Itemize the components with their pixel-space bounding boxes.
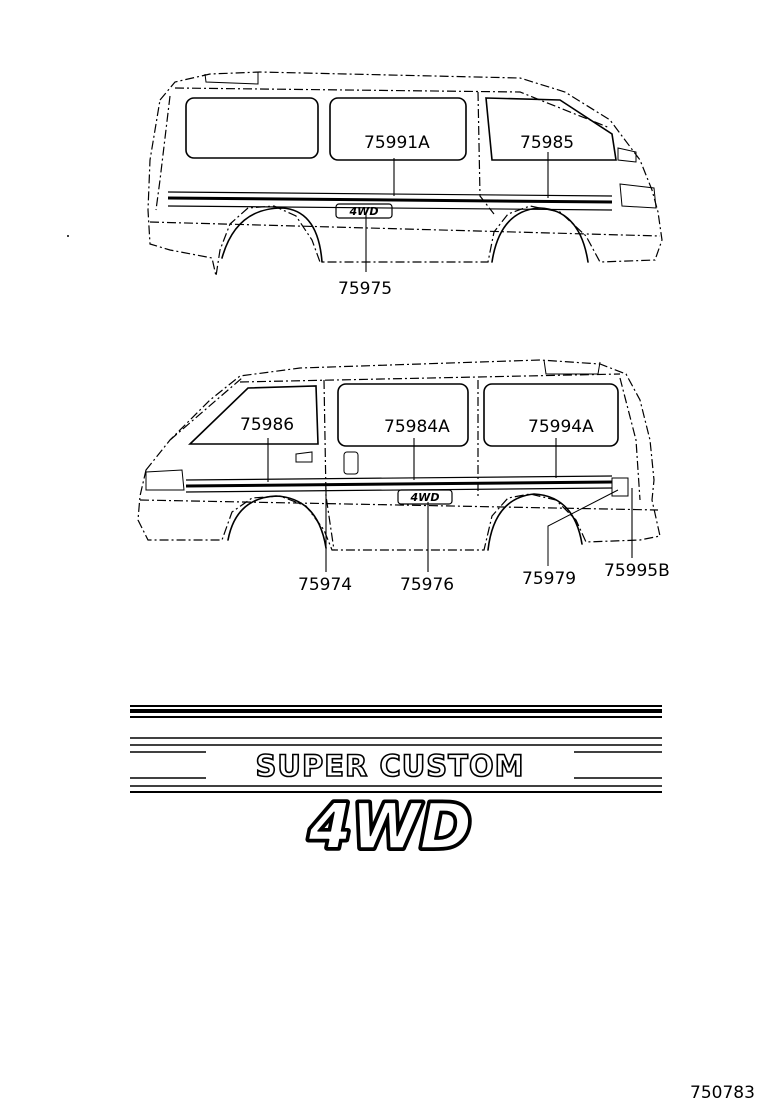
callout-75991a: 75991A (364, 133, 430, 153)
van-lower-door-handle (343, 451, 359, 475)
callout-75975: 75975 (338, 279, 392, 299)
van-lower-badge-text: 4WD (410, 491, 440, 504)
van-upper-roof-line (174, 87, 611, 129)
van-upper-stripe-main (167, 196, 613, 204)
super-custom-lettering: SUPER CUSTOM (256, 749, 525, 783)
van-lower-rear-wheel-arch (487, 493, 583, 551)
callout-75984a: 75984A (384, 417, 450, 437)
van-upper-window-rear (185, 97, 319, 159)
van-lower-sill (139, 499, 659, 511)
van-upper-rear-pillar (155, 95, 171, 211)
van-lower-door-front (323, 379, 335, 551)
van-lower-window-middle (337, 383, 469, 447)
van-upper-body-outline (147, 71, 663, 277)
van-lower-rear-stripe-end (611, 477, 629, 497)
van-upper-door-line (477, 91, 495, 215)
van-lower-stripe-main (185, 480, 613, 488)
van-upper-headlamp (619, 183, 657, 209)
four-wd-lettering-outer: 4WD (308, 790, 472, 863)
van-upper-badge-text: 4WD (349, 205, 379, 218)
callout-75976: 75976 (400, 575, 454, 595)
van-lower-headlamp (145, 469, 185, 491)
van-upper-roof-vent (204, 72, 259, 85)
van-upper-window-middle (329, 97, 467, 161)
van-lower-roof-vent (543, 359, 601, 375)
van-lower-windshield (169, 377, 243, 441)
van-lower-rear-pillar (619, 377, 641, 501)
van-upper-rear-wheel-arch (221, 207, 323, 263)
van-upper: 4WD 75991A 75985 75975 (147, 71, 663, 299)
van-lower-window-rear (483, 383, 619, 447)
van-lower-roof-line (239, 373, 621, 383)
callout-75995b: 75995B (604, 561, 670, 581)
van-lower-mirror (295, 451, 313, 463)
callout-75994a: 75994A (528, 417, 594, 437)
callout-75979: 75979 (522, 569, 576, 589)
van-lower-body-outline (137, 359, 661, 551)
van-upper-mirror (617, 147, 637, 163)
stray-dot (67, 235, 69, 237)
van-upper-stripe-bottom (167, 205, 613, 211)
van-lower-window-front (188, 385, 319, 445)
van-upper-window-front (485, 97, 617, 161)
van-lower-stripe-top (185, 475, 613, 481)
van-lower-badge: 4WD (397, 489, 453, 505)
diagram-id: 750783 (690, 1083, 755, 1103)
van-lower-front-wheel-arch (227, 495, 327, 549)
van-lower-leader-75979 (547, 489, 619, 566)
callout-75986: 75986 (240, 415, 294, 435)
van-upper-badge: 4WD (335, 203, 393, 219)
van-upper-lower-sill (149, 221, 661, 237)
four-wd-lettering-inner: 4WD (308, 790, 472, 863)
callout-75985: 75985 (520, 133, 574, 153)
stripe-emblem-detail: SUPER CUSTOM 4WD 4WD (130, 705, 662, 866)
van-lower: 4WD 75986 75984A 75994A 75974 75976 7597… (137, 359, 670, 595)
van-upper-front-wheel-arch (491, 207, 589, 263)
van-upper-stripe-top (167, 191, 613, 197)
callout-75974: 75974 (298, 575, 352, 595)
